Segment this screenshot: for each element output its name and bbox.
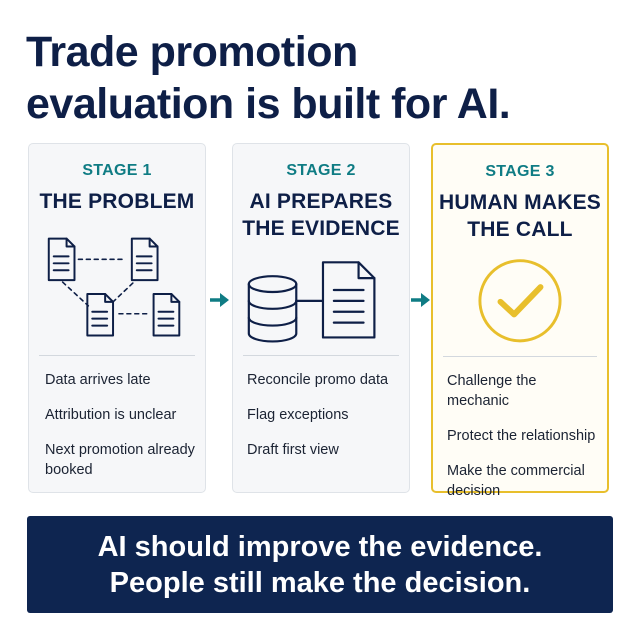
list-item: Make the commercial decision [447, 463, 585, 499]
list-item: Attribution is unclear [45, 407, 177, 423]
stage-title: HUMAN MAKES THE CALL [433, 189, 607, 243]
arrow-right-icon [210, 293, 229, 307]
divider [243, 355, 399, 356]
list-item: Protect the relationship [447, 428, 596, 444]
stage-title-line: HUMAN MAKES [438, 191, 602, 214]
list-item: Next promotion already booked [45, 442, 195, 478]
stage-title-line: AI PREPARES [249, 190, 393, 213]
stage-card-1: STAGE 1 THE PROBLEM [28, 143, 206, 493]
conclusion-banner: AI should improve the evidence. People s… [27, 516, 613, 613]
title-line-1: Trade promotion [26, 28, 358, 76]
title-line-2: evaluation is built for AI. [26, 80, 511, 128]
list-item: Challenge the mechanic [447, 373, 537, 409]
stage-card-3: STAGE 3 HUMAN MAKES THE CALL Challenge t… [431, 143, 609, 499]
scattered-documents-icon [47, 237, 181, 337]
page-title: Trade promotion evaluation is built for … [26, 26, 626, 130]
list-item: Draft first view [247, 442, 339, 458]
divider [39, 355, 195, 356]
stage-points: Challenge the mechanic Protect the relat… [447, 371, 597, 516]
stage-title-line: THE PROBLEM [39, 190, 195, 213]
arrow-right-icon [411, 293, 430, 307]
list-item: Reconcile promo data [247, 372, 389, 388]
stage-label: STAGE 3 [485, 163, 555, 180]
list-item: Flag exceptions [247, 407, 349, 423]
stage-points: Data arrives late Attribution is unclear… [45, 370, 195, 495]
stage-label: STAGE 1 [82, 162, 152, 179]
database-to-document-icon [247, 261, 376, 343]
divider [443, 356, 597, 357]
stage-title-line: THE EVIDENCE [242, 217, 400, 240]
checkmark-circle-icon [478, 259, 562, 343]
list-item: Data arrives late [45, 372, 151, 388]
stage-title: THE PROBLEM [29, 188, 205, 215]
stage-title-line: THE CALL [467, 218, 573, 241]
stage-label: STAGE 2 [286, 162, 356, 179]
stage-title: AI PREPARES THE EVIDENCE [233, 188, 409, 242]
banner-line-1: AI should improve the evidence. [97, 531, 543, 563]
stage-points: Reconcile promo data Flag exceptions Dra… [247, 370, 399, 475]
banner-line-2: People still make the decision. [109, 567, 531, 599]
stage-card-2: STAGE 2 AI PREPARES THE EVIDENCE [232, 143, 410, 493]
